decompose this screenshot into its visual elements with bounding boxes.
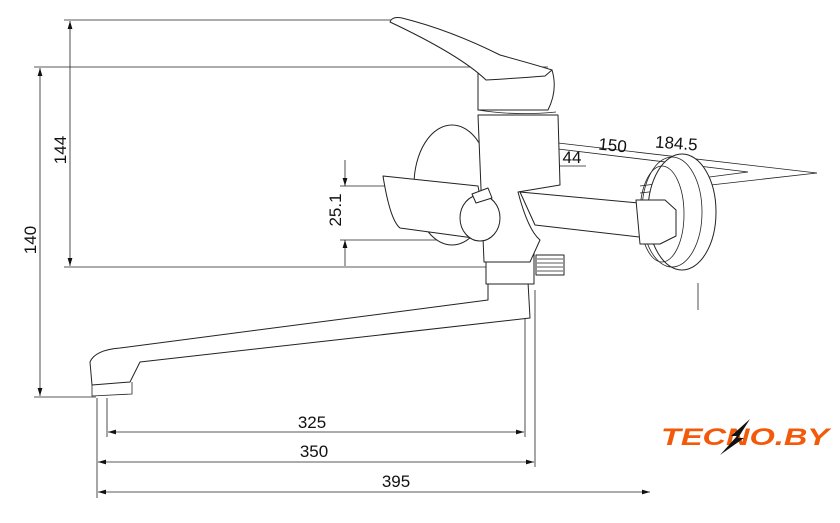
- dim-label-325: 325: [298, 413, 326, 432]
- dim-label-184-5: 184.5: [654, 133, 698, 155]
- tecno-by-logo: TECNO.BY: [661, 419, 832, 455]
- dim-label-144: 144: [51, 136, 70, 164]
- dim-label-150: 150: [597, 135, 627, 157]
- lever-handle: [389, 17, 553, 81]
- dim-label-395: 395: [382, 472, 410, 491]
- lightning-bolt-icon: [720, 419, 750, 455]
- dim-label-140: 140: [21, 226, 40, 254]
- faucet-illustration: [89, 17, 717, 397]
- valve-body: [477, 114, 561, 263]
- dim-label-350: 350: [300, 442, 328, 461]
- thread-outlet: [535, 254, 565, 276]
- svg-text:TECNO.BY: TECNO.BY: [661, 424, 832, 451]
- dim-label-44: 44: [563, 148, 582, 167]
- dim-label-25-1: 25.1: [326, 193, 345, 226]
- spout: [89, 281, 531, 386]
